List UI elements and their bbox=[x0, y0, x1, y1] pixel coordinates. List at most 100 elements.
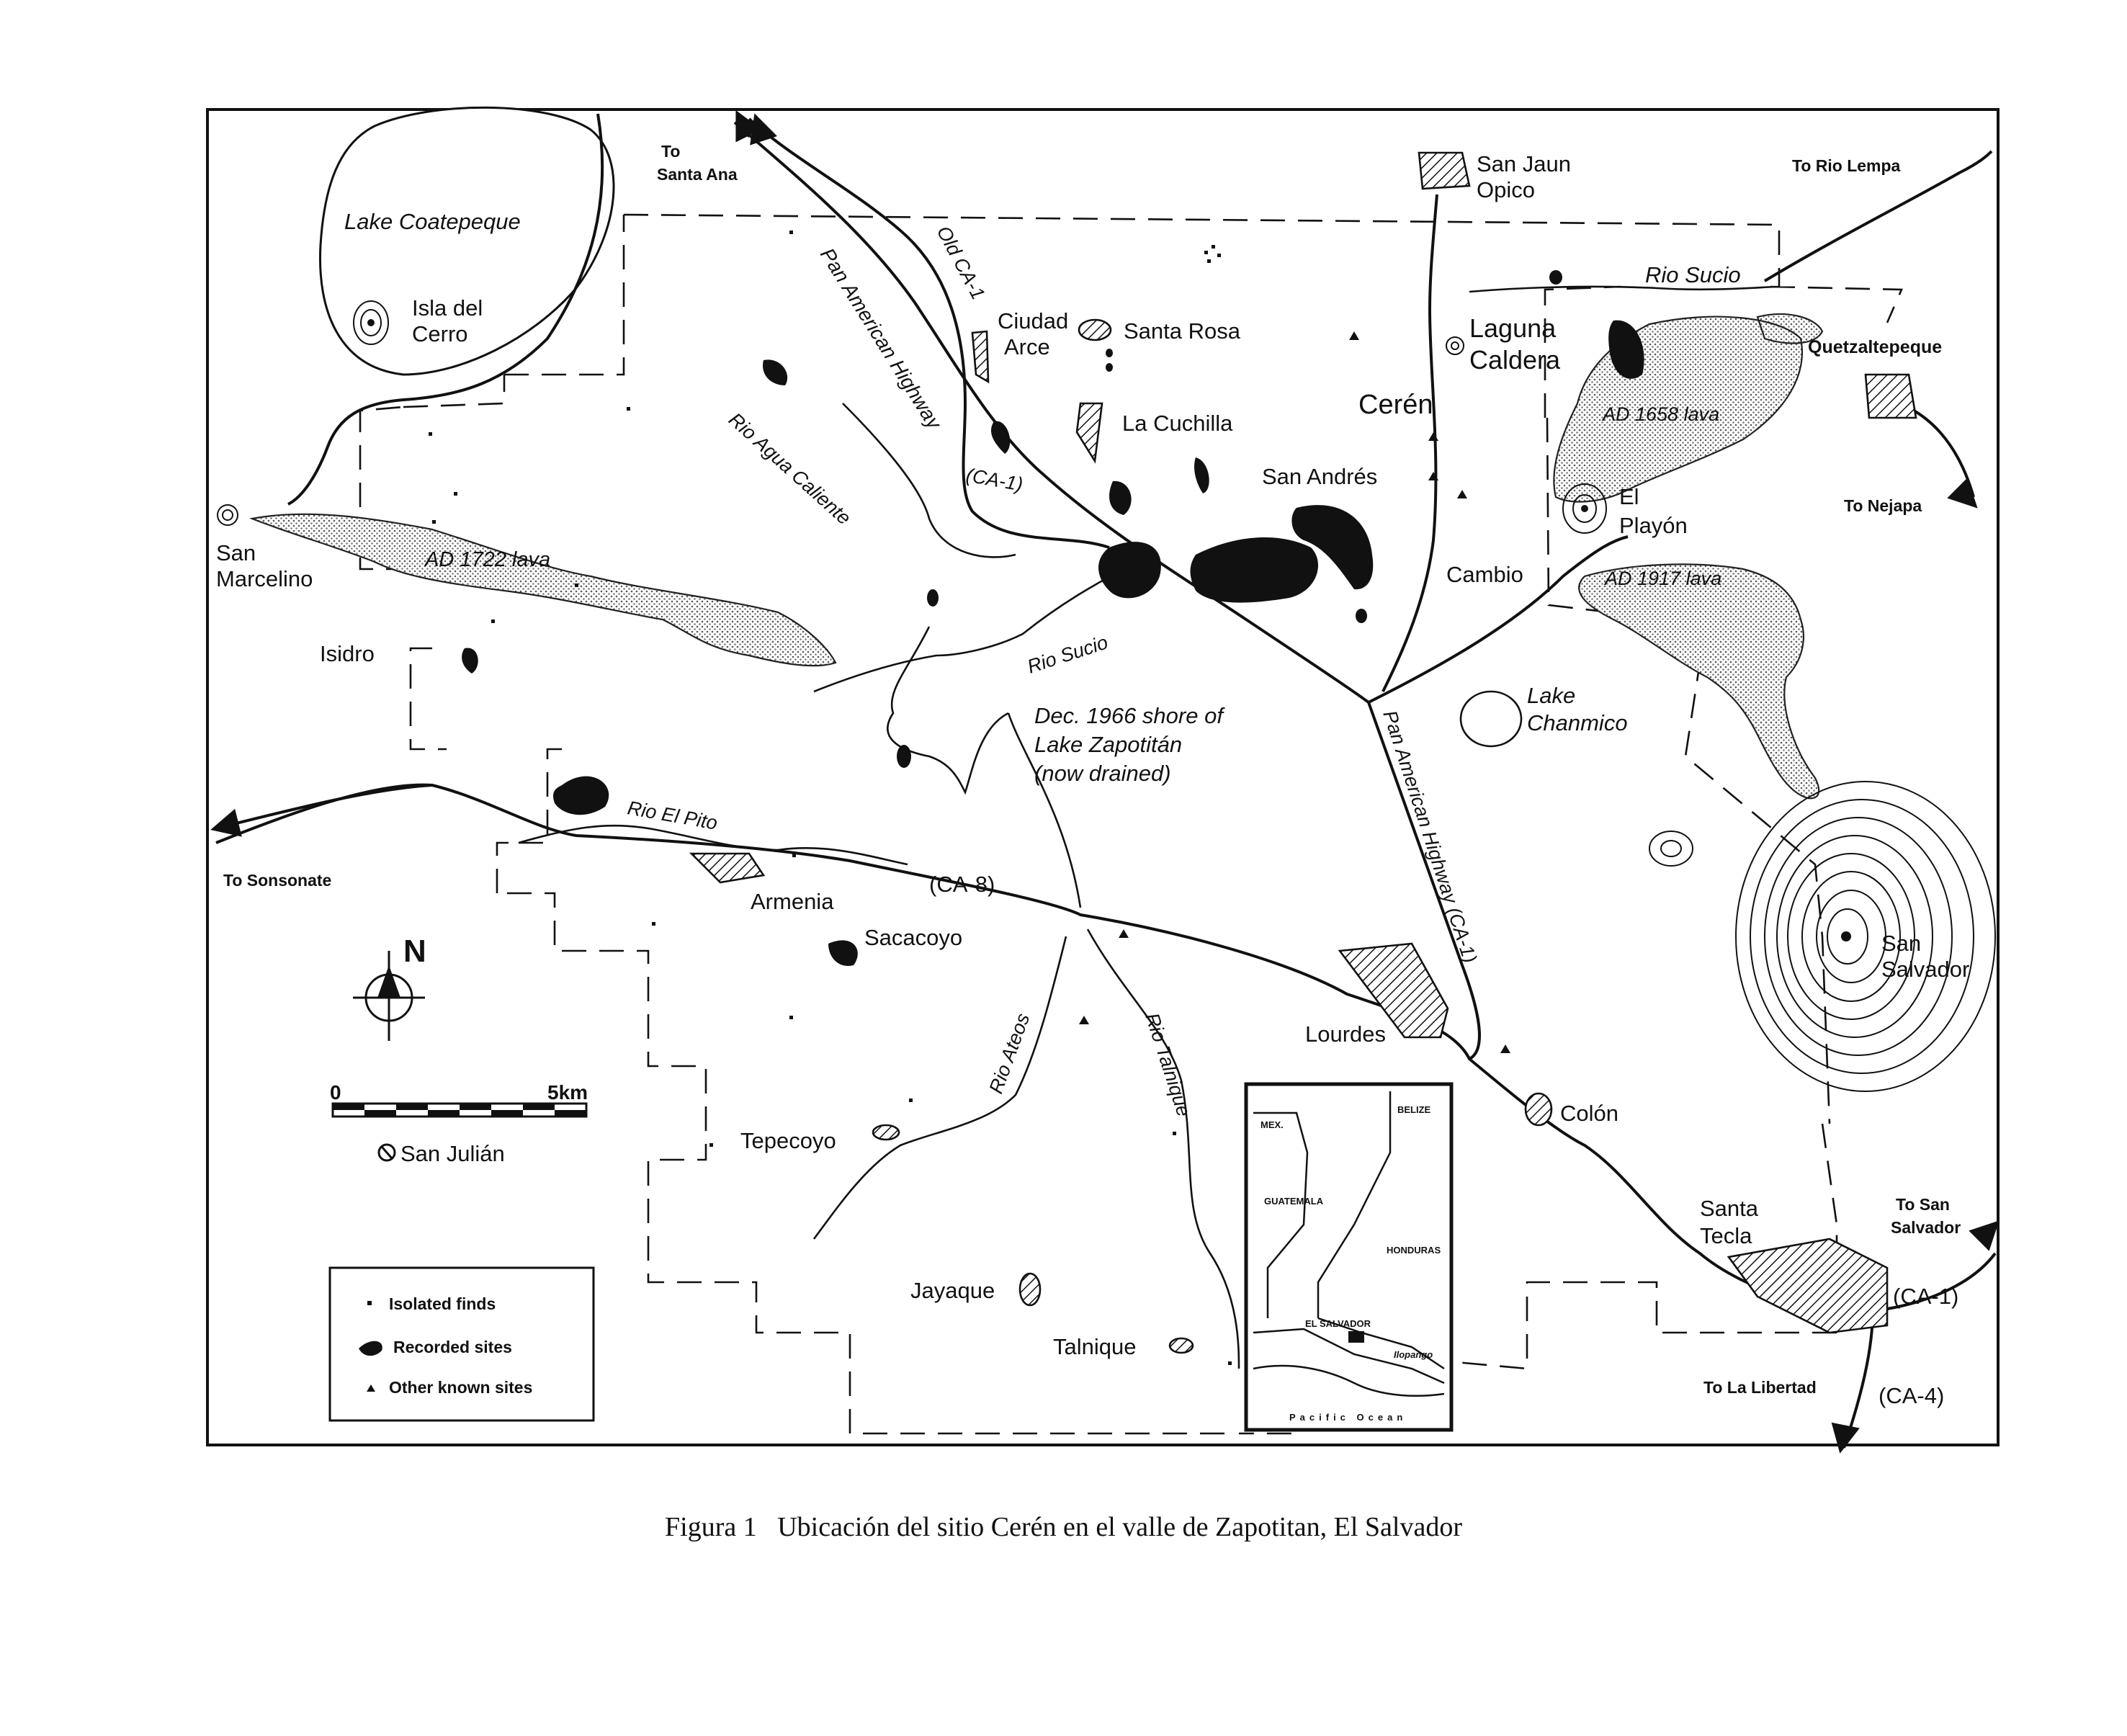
label-isla-del-cerro-2: Cerro bbox=[412, 321, 468, 346]
town-quetzaltepeque bbox=[1864, 373, 1917, 419]
label-armenia: Armenia bbox=[751, 889, 834, 914]
north-arrow-label: N bbox=[403, 934, 426, 969]
inset-label-belize: BELIZE bbox=[1397, 1104, 1431, 1115]
direction-nejapa: To Nejapa bbox=[1844, 496, 1922, 515]
lake-zapotitan-shore bbox=[887, 626, 1082, 908]
inset-study-area bbox=[1348, 1331, 1364, 1343]
label-rio-agua-caliente: Rio Agua Caliente bbox=[725, 408, 855, 529]
arrow-to-san-salvador bbox=[1969, 1220, 2000, 1251]
pan-american-highway-north bbox=[733, 121, 1370, 704]
town-santa-tecla bbox=[1727, 1238, 1889, 1334]
label-san-salvador-1: San bbox=[1881, 931, 1921, 956]
direction-santa-ana-2: Santa Ana bbox=[657, 165, 738, 184]
legend-isolated-finds-symbol bbox=[367, 1301, 372, 1305]
label-lake-zapotitan-3: (now drained) bbox=[1034, 761, 1171, 786]
label-santa-rosa: Santa Rosa bbox=[1124, 318, 1241, 344]
label-laguna-caldera-1: Laguna bbox=[1469, 313, 1557, 343]
road-san-juan-opico bbox=[1382, 194, 1438, 692]
isla-del-cerro-contour-2 bbox=[360, 309, 382, 336]
label-sacacoyo: Sacacoyo bbox=[864, 925, 962, 950]
direction-san-salvador-2: Salvador bbox=[1891, 1218, 1961, 1237]
lava-ad-1722 bbox=[249, 513, 837, 667]
arrow-to-nejapa bbox=[1947, 478, 1978, 509]
lake-chanmico bbox=[1459, 690, 1523, 748]
rio-agua-caliente bbox=[842, 403, 1016, 558]
label-lake-chanmico-1: Lake bbox=[1527, 683, 1575, 708]
label-jayaque: Jayaque bbox=[910, 1278, 995, 1303]
label-pan-american-north: Pan American Highway bbox=[816, 244, 946, 434]
inset-label-ocean: Pacific Ocean bbox=[1289, 1412, 1407, 1423]
label-san-jaun-opico-2: Opico bbox=[1477, 177, 1535, 202]
label-laguna-caldera-2: Caldera bbox=[1469, 345, 1561, 375]
legend-isolated-finds-label: Isolated finds bbox=[389, 1294, 496, 1313]
town-san-juan-opico bbox=[1418, 151, 1471, 190]
pan-american-highway-south bbox=[1367, 702, 1481, 1060]
label-ciudad-arce-2: Arce bbox=[1004, 334, 1050, 359]
label-rio-ateos: Rio Ateos bbox=[985, 1011, 1034, 1096]
inset-label-guatemala: GUATEMALA bbox=[1264, 1196, 1324, 1207]
road-to-santa-ana bbox=[287, 113, 604, 506]
label-ad-1658-lava: AD 1658 lava bbox=[1601, 403, 1719, 425]
north-arrow: N bbox=[353, 934, 426, 1041]
label-isla-del-cerro-1: Isla del bbox=[412, 295, 483, 321]
label-lake-coatepeque: Lake Coatepeque bbox=[344, 209, 521, 234]
label-santa-tecla-2: Tecla bbox=[1700, 1223, 1752, 1248]
legend-other-known-sites-symbol bbox=[367, 1384, 375, 1392]
town-jayaque bbox=[1018, 1272, 1042, 1307]
label-tepecoyo: Tepecoyo bbox=[740, 1128, 836, 1153]
label-san-jaun-opico-1: San Jaun bbox=[1477, 151, 1571, 176]
arrow-to-santa-ana-2 bbox=[750, 113, 778, 146]
town-colon bbox=[1524, 1092, 1553, 1127]
scale-bar-end: 5km bbox=[547, 1081, 588, 1104]
label-san-marcelino-1: San bbox=[216, 540, 256, 565]
rio-sucio bbox=[813, 285, 1780, 693]
inset-map: MEX. BELIZE GUATEMALA HONDURAS EL SALVAD… bbox=[1244, 1082, 1454, 1432]
label-ad-1722-lava: AD 1722 lava bbox=[424, 548, 550, 571]
town-armenia bbox=[689, 852, 766, 884]
label-rio-talnique: Rio Talnique bbox=[1141, 1011, 1195, 1119]
study-area-boundary bbox=[359, 213, 1903, 1435]
arrow-to-la-libertad bbox=[1831, 1422, 1860, 1454]
label-ceren: Cerén bbox=[1358, 390, 1433, 420]
inset-label-mex: MEX. bbox=[1260, 1119, 1284, 1130]
label-san-salvador-2: Salvador bbox=[1881, 957, 1969, 982]
label-pan-american-south: Pan American Highway (CA-1) bbox=[1379, 708, 1481, 966]
label-el-playon-1: El bbox=[1619, 484, 1639, 509]
label-isidro: Isidro bbox=[320, 641, 375, 666]
inset-label-el-salvador: EL SALVADOR bbox=[1305, 1318, 1371, 1329]
label-cambio: Cambio bbox=[1446, 562, 1523, 587]
arrow-to-santa-ana bbox=[735, 109, 762, 143]
label-ad-1917-lava: AD 1917 lava bbox=[1603, 568, 1721, 589]
figure-caption: Figura 1 Ubicación del sitio Cerén en el… bbox=[0, 1511, 2127, 1543]
label-ciudad-arce-1: Ciudad bbox=[998, 308, 1068, 334]
inset-label-honduras: HONDURAS bbox=[1387, 1245, 1441, 1256]
road-to-la-libertad bbox=[1842, 1310, 1874, 1449]
isla-del-cerro-contour-1 bbox=[353, 300, 389, 345]
road-to-rio-lempa bbox=[1763, 150, 1993, 282]
inset-coastline bbox=[1253, 1364, 1445, 1397]
label-talnique: Talnique bbox=[1053, 1334, 1136, 1359]
figure-caption-text: Ubicación del sitio Cerén en el valle de… bbox=[777, 1512, 1462, 1542]
isolated-finds-markers bbox=[429, 231, 1232, 1365]
isla-del-cerro-peak bbox=[367, 319, 375, 326]
other-known-sites-markers bbox=[1079, 331, 1510, 1053]
label-rio-sucio-north: Rio Sucio bbox=[1645, 262, 1741, 287]
scale-bar-start: 0 bbox=[330, 1081, 341, 1104]
road-cambio-to-el-playon bbox=[1368, 535, 1629, 704]
san-marcelino-cone bbox=[217, 504, 238, 526]
lava-ad-1917 bbox=[1578, 563, 1820, 800]
san-salvador-volcano bbox=[1649, 781, 1996, 1092]
label-lourdes: Lourdes bbox=[1305, 1021, 1386, 1047]
town-tepecoyo bbox=[872, 1124, 900, 1141]
road-to-sonsonate bbox=[230, 784, 433, 826]
place-san-julian: San Julián bbox=[400, 1141, 505, 1166]
label-quetzaltepeque: Quetzaltepeque bbox=[1808, 337, 1942, 357]
arrow-to-sonsonate bbox=[210, 808, 242, 837]
san-julian-symbol bbox=[377, 1143, 396, 1162]
label-santa-tecla-1: Santa bbox=[1700, 1196, 1759, 1221]
town-talnique bbox=[1168, 1337, 1194, 1354]
recorded-sites bbox=[462, 270, 1644, 966]
legend-recorded-sites-symbol bbox=[359, 1341, 382, 1356]
el-playon-cone bbox=[1562, 483, 1607, 534]
town-ciudad-arce bbox=[971, 330, 990, 384]
